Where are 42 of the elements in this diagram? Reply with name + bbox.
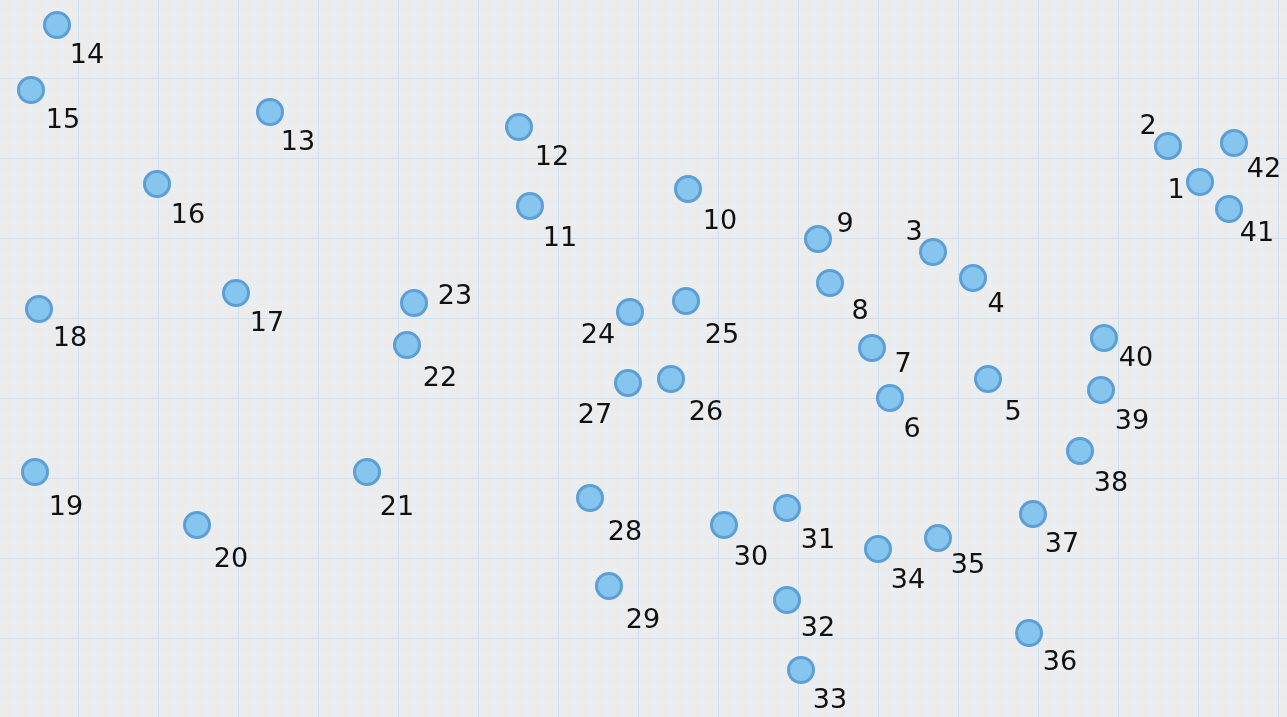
point-number: 12 (534, 141, 570, 169)
point-number: 5 (1004, 396, 1022, 424)
point-number: 3 (905, 216, 923, 244)
point-number: 32 (800, 612, 836, 640)
point-number: 26 (688, 396, 724, 424)
point-number: 15 (45, 104, 81, 132)
point-number: 16 (170, 199, 206, 227)
point-number: 22 (422, 362, 458, 390)
point-number: 20 (213, 543, 249, 571)
point-number: 1 (1167, 174, 1185, 202)
point-number: 41 (1239, 217, 1275, 245)
point-number: 23 (437, 280, 473, 308)
point-number: 31 (800, 524, 836, 552)
point-number: 4 (987, 288, 1005, 316)
point-number: 38 (1093, 467, 1129, 495)
point-number: 30 (733, 541, 769, 569)
point-number: 7 (894, 348, 912, 376)
point-number: 8 (851, 295, 869, 323)
point-number: 18 (52, 322, 88, 350)
point-number: 25 (704, 319, 740, 347)
point-number: 9 (836, 208, 854, 236)
point-number: 33 (812, 684, 848, 712)
point-number: 14 (69, 39, 105, 67)
point-number: 40 (1118, 342, 1154, 370)
point-number: 34 (890, 564, 926, 592)
point-number: 24 (580, 319, 616, 347)
point-number: 2 (1139, 110, 1157, 138)
point-number: 36 (1042, 646, 1078, 674)
point-number: 11 (542, 222, 578, 250)
point-number: 42 (1246, 153, 1282, 181)
point-number: 6 (903, 413, 921, 441)
point-number: 13 (280, 126, 316, 154)
point-number: 39 (1114, 405, 1150, 433)
point-number: 27 (577, 399, 613, 427)
point-number: 10 (702, 205, 738, 233)
point-number: 35 (950, 549, 986, 577)
point-number: 17 (249, 307, 285, 335)
point-number: 29 (625, 604, 661, 632)
point-number: 21 (379, 491, 415, 519)
point-number: 37 (1044, 528, 1080, 556)
point-number: 19 (48, 491, 84, 519)
point-number: 28 (607, 516, 643, 544)
